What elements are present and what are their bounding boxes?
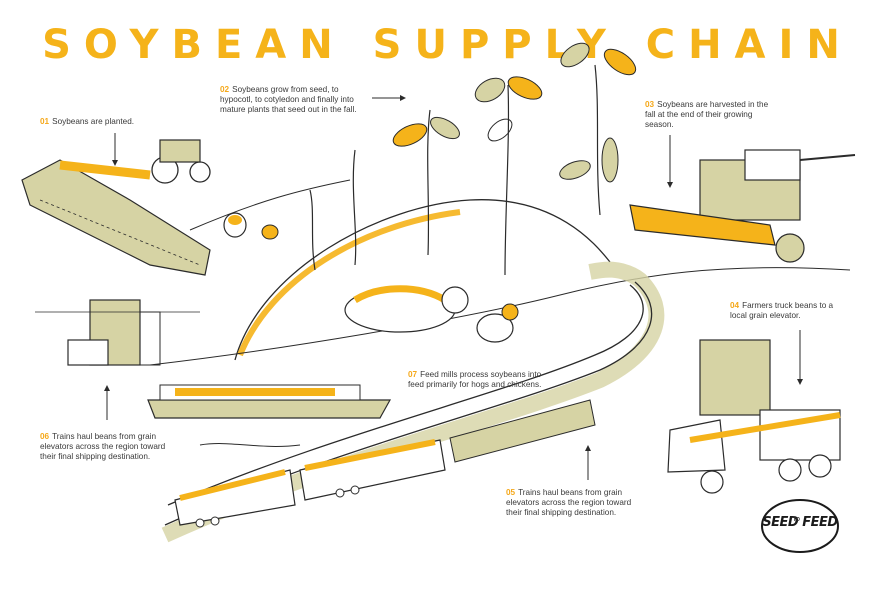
page-title: SOYBEAN SUPPLY CHAIN (42, 22, 853, 68)
train-icon (174, 399, 596, 528)
seed-to-feed-logo: SEED FEED TO (760, 498, 840, 554)
seed-icon (223, 212, 247, 238)
cargo-ship-icon (147, 384, 392, 419)
logo-text: SEED FEED (762, 515, 838, 530)
truck-icon (667, 339, 841, 494)
logo-small-text: TO (793, 517, 800, 523)
horizon-line (149, 267, 851, 366)
leaves-icon (392, 42, 637, 183)
field-line (189, 179, 351, 231)
grain-elevator-icon (67, 299, 161, 366)
hog-icon (344, 285, 469, 333)
hill-curve (234, 199, 611, 361)
logo-ring (761, 499, 839, 553)
hill-highlight (237, 209, 461, 357)
chicken-icon (476, 303, 519, 343)
soybean-plants (309, 64, 601, 276)
combine-harvester-icon (629, 149, 856, 263)
planter-icon (21, 139, 211, 276)
